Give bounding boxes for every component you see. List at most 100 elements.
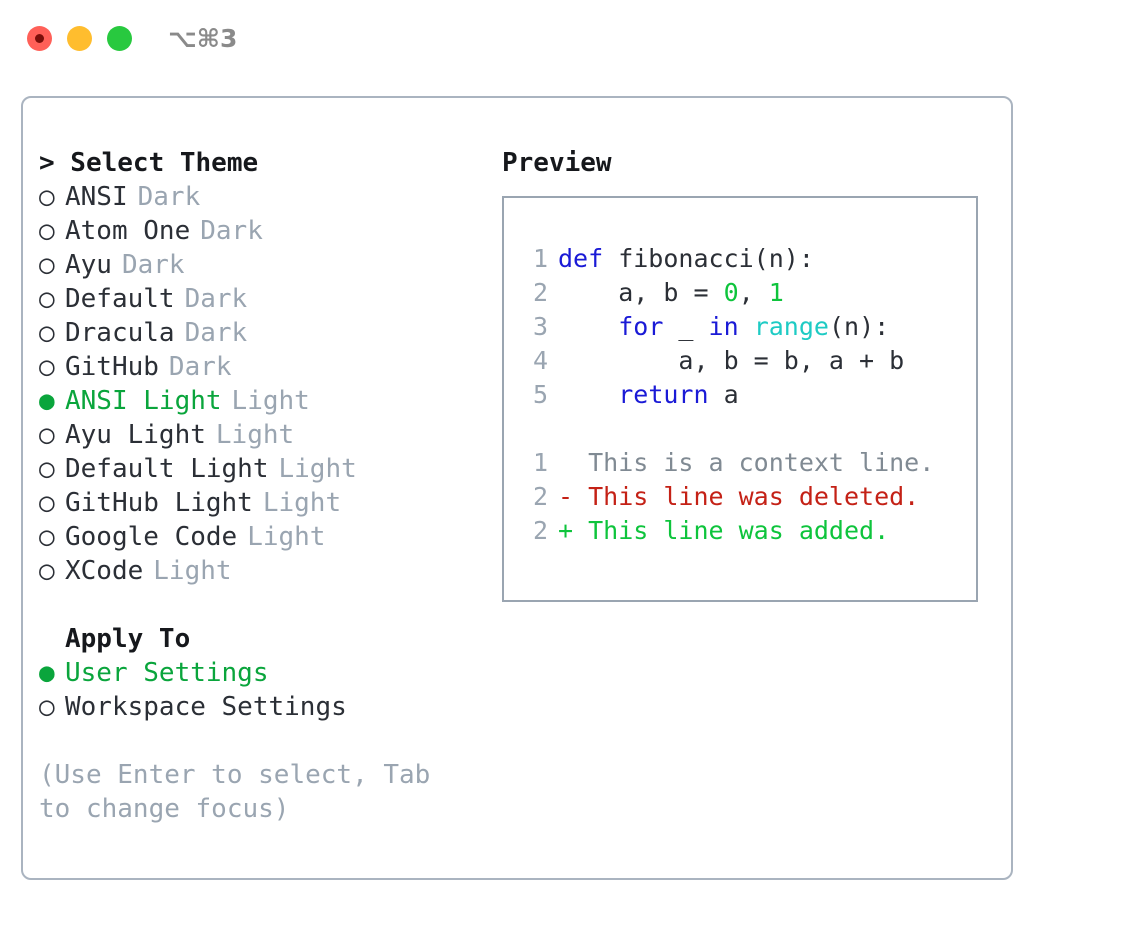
line-number: 3: [532, 312, 548, 341]
minimize-window-button[interactable]: [67, 26, 92, 51]
theme-option-xcode[interactable]: ○ XCode Light: [39, 554, 489, 588]
diff-text: This is a context line.: [558, 448, 935, 477]
code-line: 3 for _ in range(n):: [514, 310, 976, 344]
code-token: _: [663, 312, 709, 341]
diff-text: - This line was deleted.: [558, 482, 920, 511]
theme-name: Ayu: [65, 250, 112, 280]
apply-to-label: Workspace Settings: [65, 692, 347, 722]
spacer: [39, 724, 489, 758]
code-token: def: [558, 244, 604, 273]
theme-option-ayu[interactable]: ○ Ayu Dark: [39, 248, 489, 282]
line-number: 2: [532, 482, 548, 511]
theme-option-github[interactable]: ○ GitHub Dark: [39, 350, 489, 384]
theme-option-dracula[interactable]: ○ Dracula Dark: [39, 316, 489, 350]
code-token: ,: [738, 278, 769, 307]
code-token: return: [618, 380, 709, 409]
code-token: for: [618, 312, 664, 341]
theme-kind-badge: Dark: [137, 182, 201, 212]
theme-option-github-light[interactable]: ○ GitHub Light Light: [39, 486, 489, 520]
radio-unselected-icon: ○: [39, 250, 55, 280]
theme-name: Atom One: [65, 216, 191, 246]
apply-to-list: ● User Settings○Workspace Settings: [39, 656, 489, 724]
theme-option-google-code[interactable]: ○ Google Code Light: [39, 520, 489, 554]
theme-kind-badge: Light: [278, 454, 357, 484]
apply-to-label: User Settings: [65, 658, 269, 688]
theme-name: ANSI: [65, 182, 128, 212]
line-number: 5: [532, 380, 548, 409]
radio-unselected-icon: ○: [39, 556, 55, 586]
theme-option-default[interactable]: ○ Default Dark: [39, 282, 489, 316]
diff-line: 2+ This line was added.: [514, 514, 976, 548]
code-line: 5 return a: [514, 378, 976, 412]
radio-unselected-icon: ○: [39, 454, 55, 484]
code-line: 1 def fibonacci(n):: [514, 242, 976, 276]
theme-kind-badge: Dark: [168, 352, 232, 382]
code-token: (n):: [828, 312, 890, 341]
recording-indicator-icon: [35, 34, 44, 43]
line-number: 2: [532, 278, 548, 307]
diff-sample: 1 This is a context line.2 - This line wa…: [514, 446, 976, 548]
theme-kind-badge: Dark: [184, 284, 248, 314]
code-token: a, b = b, a + b: [558, 346, 905, 375]
theme-name: XCode: [65, 556, 144, 586]
theme-kind-badge: Dark: [184, 318, 248, 348]
theme-kind-badge: Light: [262, 488, 342, 518]
radio-unselected-icon: ○: [39, 284, 55, 314]
theme-kind-badge: Light: [247, 522, 326, 552]
theme-option-atom-one[interactable]: ○ Atom One Dark: [39, 214, 489, 248]
code-token: 0: [723, 278, 739, 307]
radio-unselected-icon: ○: [39, 216, 55, 246]
line-number: 1: [532, 244, 548, 273]
theme-kind-badge: Light: [153, 556, 232, 586]
maximize-window-button[interactable]: [107, 26, 132, 51]
code-line: 4 a, b = b, a + b: [514, 344, 976, 378]
radio-unselected-icon: ○: [39, 352, 55, 382]
code-token: fibonacci(n):: [603, 244, 814, 273]
theme-kind-badge: Light: [215, 420, 295, 450]
theme-option-ansi[interactable]: ○ ANSI Dark: [39, 180, 489, 214]
theme-name: Ayu Light: [65, 420, 206, 450]
radio-unselected-icon: ○: [39, 318, 55, 348]
code-line: 2 a, b = 0, 1: [514, 276, 976, 310]
diff-line: 2 - This line was deleted.: [514, 480, 976, 514]
theme-kind-badge: Dark: [200, 216, 263, 246]
apply-to-heading: Apply To: [65, 624, 191, 654]
code-token: a, b =: [558, 278, 724, 307]
spacer: [39, 588, 489, 622]
theme-kind-badge: Light: [231, 386, 310, 416]
radio-unselected-icon: ○: [39, 488, 55, 518]
theme-option-ayu-light[interactable]: ○ Ayu Light Light: [39, 418, 489, 452]
code-token: [739, 312, 754, 341]
theme-name: GitHub Light: [65, 488, 253, 518]
diff-line: 1 This is a context line.: [514, 446, 976, 480]
apply-to-option-workspace-settings[interactable]: ○Workspace Settings: [39, 690, 489, 724]
code-token: range: [753, 312, 829, 341]
radio-unselected-icon: ○: [39, 522, 55, 552]
line-number: 4: [532, 346, 548, 375]
theme-name: Default Light: [65, 454, 269, 484]
theme-option-default-light[interactable]: ○ Default Light Light: [39, 452, 489, 486]
diff-text: + This line was added.: [558, 516, 890, 545]
apply-to-option-user-settings[interactable]: ● User Settings: [39, 656, 489, 690]
spacer: [514, 412, 976, 446]
radio-selected-icon: ●: [39, 658, 55, 688]
theme-name: GitHub: [65, 352, 159, 382]
theme-name: Dracula: [65, 318, 175, 348]
radio-selected-icon: ●: [39, 386, 55, 416]
theme-name: Default: [65, 284, 175, 314]
preview-heading: Preview: [502, 148, 612, 178]
radio-unselected-icon: ○: [39, 182, 55, 212]
keyboard-shortcut-label: ⌥⌘3: [168, 24, 238, 53]
keyboard-hint-text: (Use Enter to select, Tab to change focu…: [39, 760, 431, 824]
theme-name: Google Code: [65, 522, 238, 552]
radio-unselected-icon: ○: [39, 420, 55, 450]
theme-kind-badge: Dark: [121, 250, 185, 280]
